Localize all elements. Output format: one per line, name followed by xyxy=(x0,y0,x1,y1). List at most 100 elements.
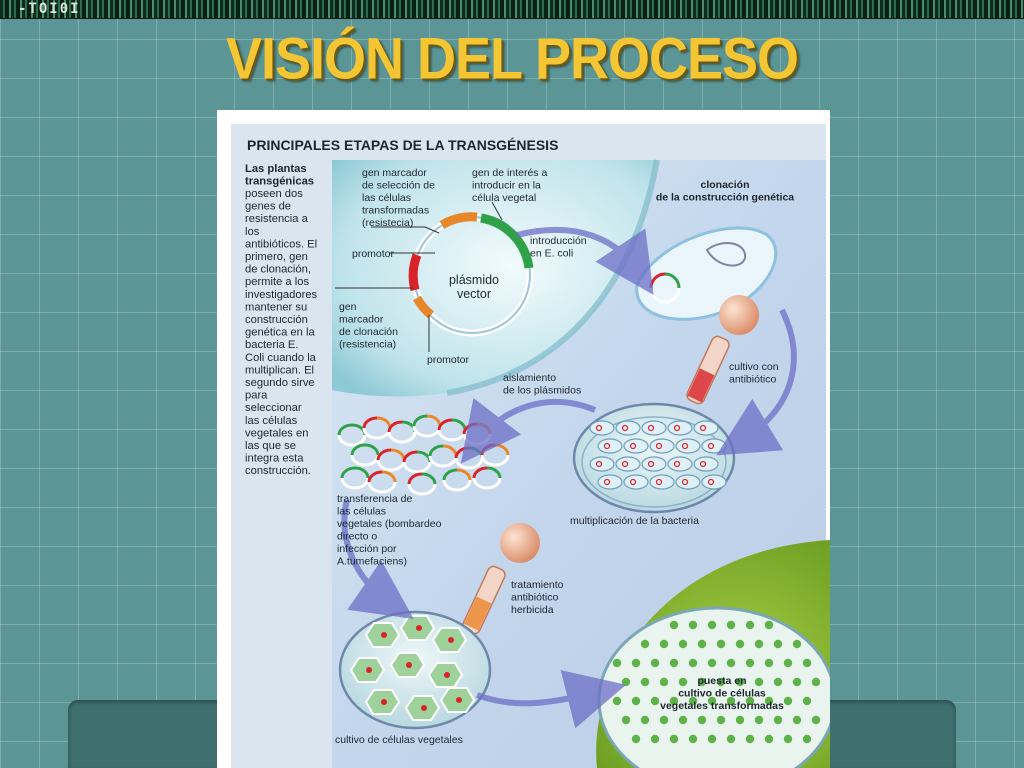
plant-colony xyxy=(754,715,764,725)
plant-colony xyxy=(659,639,669,649)
sidebar-body-line: de clonación, xyxy=(245,264,311,276)
plant-colony xyxy=(688,658,698,668)
label-gen-interes-line: gen de interés a xyxy=(472,167,547,179)
leader-gen-interes xyxy=(491,201,503,221)
bacterium xyxy=(667,420,693,436)
bacterium xyxy=(675,474,701,490)
arrow-to-culture xyxy=(716,308,797,456)
plant-colony xyxy=(669,620,679,630)
arrow-to-ecoli xyxy=(516,226,654,295)
plant-colony xyxy=(735,677,745,687)
strip-text: -TOI0I xyxy=(18,1,81,17)
label-transferencia-line: las células xyxy=(337,506,386,518)
plasmid-ring xyxy=(407,472,437,496)
process-diagram: PRINCIPALES ETAPAS DE LA TRANSGÉNESIS La… xyxy=(217,110,830,768)
plant-colony xyxy=(773,677,783,687)
plant-colony xyxy=(650,734,660,744)
plant-colony xyxy=(631,696,641,706)
bacterium xyxy=(623,438,649,454)
plant-colony xyxy=(697,639,707,649)
sidebar-body-line: permite a los xyxy=(245,276,309,288)
plant-colony xyxy=(669,658,679,668)
label-tratamiento-line: herbicida xyxy=(511,604,554,616)
plant-colony xyxy=(783,734,793,744)
cell-membrane-edge xyxy=(446,159,660,396)
plant-colony xyxy=(754,639,764,649)
label-gen-marcador-clonacion-line: marcador xyxy=(339,314,384,326)
plant-colony xyxy=(688,734,698,744)
label-clonacion-line: de la construcción genética xyxy=(656,192,794,204)
label-multiplicacion: multiplicación de la bacteria xyxy=(570,515,699,527)
plant-colony xyxy=(707,658,717,668)
plant-colony xyxy=(678,677,688,687)
plant-cell xyxy=(439,687,476,713)
bacterium xyxy=(597,474,623,490)
plasmid-ring xyxy=(442,468,472,492)
plant-colony xyxy=(650,696,660,706)
plant-colony xyxy=(659,677,669,687)
plant-colony xyxy=(726,696,736,706)
plant-colony xyxy=(707,696,717,706)
plant-colony xyxy=(811,677,821,687)
sidebar-body-line: seleccionar xyxy=(245,402,302,414)
plant-cell xyxy=(364,622,401,648)
label-clonacion-line: clonación xyxy=(700,179,749,191)
sidebar-body-line: mantener su xyxy=(245,301,307,313)
plant-colony xyxy=(640,677,650,687)
plant-colony xyxy=(745,620,755,630)
plant-colony xyxy=(726,734,736,744)
label-multiplicacion-line: multiplicación de la bacteria xyxy=(570,515,699,527)
bacterium xyxy=(641,456,667,472)
plant-colony xyxy=(735,715,745,725)
sidebar-body-line: Coli cuando la xyxy=(245,352,317,364)
label-gen-interes-line: célula vegetal xyxy=(472,192,536,204)
label-plasmido-vector-line: vector xyxy=(457,287,491,301)
gene-of-interest-segment xyxy=(480,213,534,269)
plant-colony xyxy=(792,639,802,649)
bacterium xyxy=(693,420,719,436)
bacterium xyxy=(597,438,623,454)
bacterium xyxy=(649,474,675,490)
label-aislamiento-line: aislamiento xyxy=(503,372,556,384)
bacterium xyxy=(667,456,693,472)
sidebar-body-line: los xyxy=(245,226,260,238)
plant-cell xyxy=(389,652,426,678)
bacterium xyxy=(623,474,649,490)
sidebar-body-line: vegetales en xyxy=(245,427,308,439)
sidebar-body-line: genes de xyxy=(245,201,291,213)
label-tratamiento-line: antibiótico xyxy=(511,592,558,604)
label-gen-marcador-seleccion-line: las células xyxy=(362,192,411,204)
sidebar-body-line: integra esta xyxy=(245,453,304,465)
plant-colony xyxy=(802,734,812,744)
plant-colony xyxy=(697,677,707,687)
bacterium xyxy=(589,456,615,472)
plant-colony xyxy=(745,696,755,706)
label-cultivo-antibiotico-line: cultivo con xyxy=(729,361,779,373)
label-promotor-bottom: promotor xyxy=(427,354,470,366)
sidebar-body-line: primero, gen xyxy=(245,251,308,263)
label-introduccion-line: en E. coli xyxy=(530,248,573,260)
sidebar-body-line: poseen dos xyxy=(245,188,303,200)
plant-colony xyxy=(678,639,688,649)
bacterium xyxy=(701,438,727,454)
plant-colony xyxy=(735,639,745,649)
sidebar-body-line: construcción. xyxy=(245,465,311,477)
plant-colony xyxy=(716,715,726,725)
plant-colony xyxy=(745,734,755,744)
label-promotor-top-line: promotor xyxy=(352,248,395,260)
plant-colony xyxy=(688,620,698,630)
label-gen-marcador-seleccion-line: de selección de xyxy=(362,180,435,192)
plant-colony xyxy=(764,734,774,744)
plasmid-ring xyxy=(472,466,502,490)
sidebar-bold-line: Las plantas xyxy=(245,163,307,175)
label-aislamiento-line: de los plásmidos xyxy=(503,385,581,397)
sidebar-body-line: antibióticos. El xyxy=(245,238,317,250)
plant-colony xyxy=(773,715,783,725)
